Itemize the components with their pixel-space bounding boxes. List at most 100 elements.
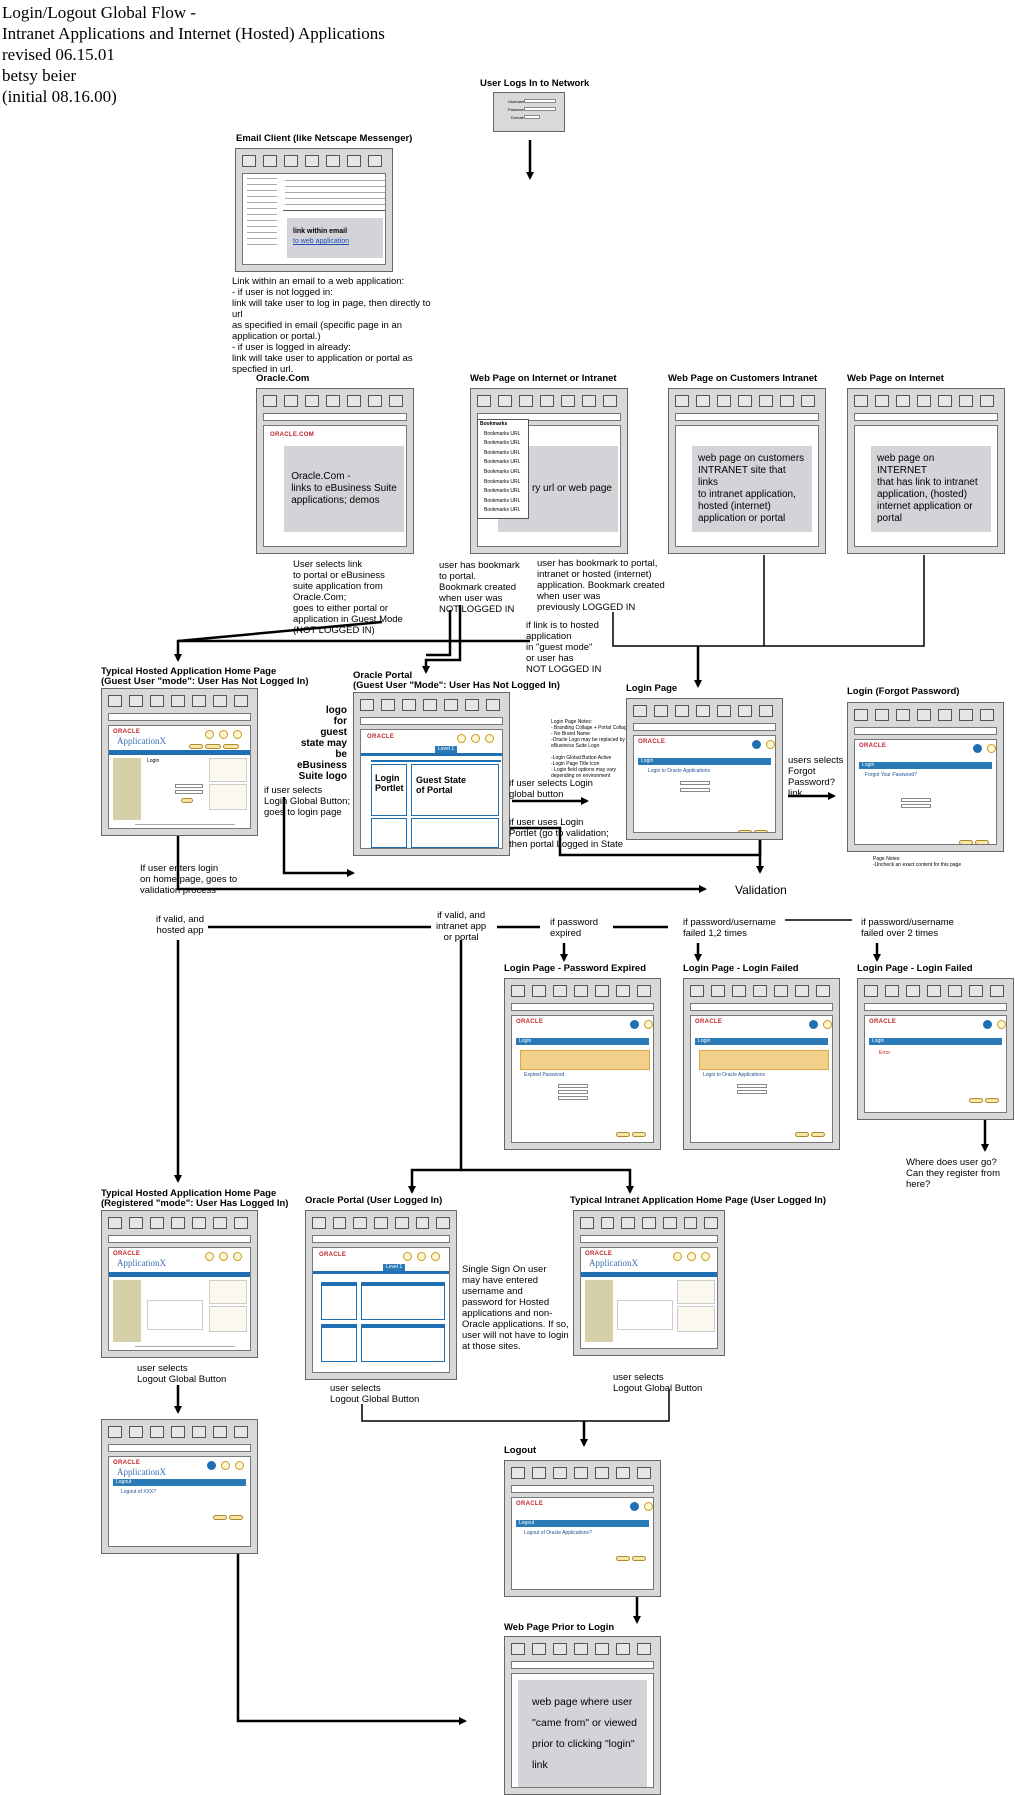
domain-label: Domain <box>511 115 525 120</box>
email-body: link within email to web application <box>242 173 386 265</box>
diagram-header: Login/Logout Global Flow - Intranet Appl… <box>2 2 385 107</box>
email-title: Email Client (like Netscape Messenger) <box>236 133 413 144</box>
oracle-logo: ORACLE <box>859 743 887 749</box>
pw-expired-title: Login Page - Password Expired <box>504 963 647 974</box>
bookmark-item[interactable]: Bookmarks URL <box>484 488 521 495</box>
logout-left-window: ORACLE ApplicationX Logout Logout of XXX… <box>101 1419 258 1554</box>
logout-left-sub: Logout of XXX? <box>121 1489 157 1495</box>
network-title: User Logs In to Network <box>480 78 590 89</box>
pw-expired-sub: Expired Password <box>524 1072 565 1078</box>
oracle-logo: ORACLE <box>695 1019 723 1025</box>
username-label: Username <box>508 99 527 104</box>
bookmark-item[interactable]: Bookmarks URL <box>484 507 521 514</box>
forgot-link-note: users selects Forgot Password? link <box>788 755 844 799</box>
oracle-logo: ORACLE <box>516 1019 544 1025</box>
header-line-5: (initial 08.16.00) <box>2 87 117 106</box>
application-name: ApplicationX <box>117 1467 166 1477</box>
portal-guest-window: ORACLE Level 1 Login Portlet Guest State… <box>353 692 510 856</box>
logout-hosted-note: user selects Logout Global Button <box>137 1363 227 1385</box>
valid-hosted-note: if valid, and hosted app <box>156 914 205 936</box>
pw-expired-note: if password expired <box>550 917 599 939</box>
hosted-reg-window: ORACLE ApplicationX <box>101 1210 258 1358</box>
oraclecom-note: User selects link to portal or eBusiness… <box>293 559 403 636</box>
portal-guest-tab[interactable]: Level 1 <box>435 746 457 753</box>
bookmark-item[interactable]: Bookmarks URL <box>484 459 521 466</box>
username-field[interactable] <box>524 99 556 103</box>
logout-portal-note: user selects Logout Global Button <box>330 1383 420 1405</box>
login-portlet-label: Login Portlet <box>375 773 404 793</box>
selects-login-note: if user selects Login global button <box>509 778 593 800</box>
intranet-in-window: ORACLE ApplicationX <box>573 1210 725 1356</box>
login-page-title: Login Page <box>626 683 678 694</box>
hosted-guest-window: ORACLE ApplicationX Login <box>101 688 258 836</box>
prior-window: web page where user "came from" or viewe… <box>504 1636 661 1795</box>
web-internet-window: web page on INTERNET that has link to in… <box>847 388 1005 554</box>
portal-in-window: ORACLE Level 1 <box>305 1210 457 1380</box>
failed1-title: Login Page - Login Failed <box>683 963 799 974</box>
domain-select[interactable] <box>524 115 540 119</box>
oracle-logo: ORACLE <box>516 1501 544 1507</box>
hosted-guest-login-label: Login <box>147 758 160 764</box>
where-note: Where does user go? Can they register fr… <box>906 1157 1000 1190</box>
hosted-link-note: if link is to hosted application in "gue… <box>526 620 602 675</box>
failed2plus-note: if password/username failed over 2 times <box>861 917 954 939</box>
logout-window: ORACLE Logout Logout of Oracle Applicati… <box>504 1460 661 1597</box>
oracle-logo: ORACLE <box>638 739 666 745</box>
oraclecom-title: Oracle.Com <box>256 373 310 384</box>
hosted-guest-title: Typical Hosted Application Home Page (Gu… <box>101 666 309 687</box>
bookmark-item[interactable]: Bookmarks URL <box>484 497 521 504</box>
oraclecom-content: Oracle.Com - links to eBusiness Suite ap… <box>284 446 404 532</box>
customers-intranet-content: web page on customers INTRANET site that… <box>692 446 812 532</box>
bookmark-item[interactable]: Bookmarks URL <box>484 468 521 475</box>
failed12-note: if password/username failed 1,2 times <box>683 917 776 939</box>
password-field[interactable] <box>524 107 556 111</box>
uses-portlet-note: if user uses Login Portlet (go to valida… <box>509 817 624 850</box>
login-portlet[interactable]: Login Portlet <box>371 764 407 816</box>
bookmark-item[interactable]: Bookmarks URL <box>484 440 521 447</box>
bookmark2-note: user has bookmark to portal, intranet or… <box>537 558 665 613</box>
webpage-intranet-title: Web Page on Internet or Intranet <box>470 373 617 384</box>
valid-intranet-note: if valid, and intranet app or portal <box>436 910 487 943</box>
pw-expired-bar: Login <box>516 1038 649 1045</box>
email-note: Link within an email to a web applicatio… <box>232 276 431 375</box>
bookmark-item[interactable]: Bookmarks URL <box>484 430 521 437</box>
login-bar: Login <box>638 758 771 765</box>
login-page-notes: Login Page Notes: - Branding Collage + P… <box>551 719 630 779</box>
failed2-window: ORACLE Login Error <box>857 978 1014 1120</box>
forgot-title: Login (Forgot Password) <box>847 686 960 697</box>
oracle-logo: ORACLE <box>113 729 141 735</box>
webpage-intranet-window: ry url or web page Bookmarks Bookmarks U… <box>470 388 628 554</box>
logout-bar: Logout <box>516 1520 649 1527</box>
login-page-window: ORACLE Login Login to Oracle Application… <box>626 698 783 840</box>
logout-left-bar: Logout <box>113 1479 246 1486</box>
guest-state-label: Guest State of Portal <box>416 775 467 795</box>
forgot-window: ORACLE Login Forgot Your Password? <box>847 702 1004 852</box>
bookmarks-menu[interactable]: Bookmarks Bookmarks URL Bookmarks URL Bo… <box>477 419 529 519</box>
oracle-logo: ORACLE <box>869 1019 897 1025</box>
bookmark-item[interactable]: Bookmarks URL <box>484 449 521 456</box>
oracle-logo: ORACLE <box>319 1252 347 1258</box>
bookmark-note: user has bookmark to portal. Bookmark cr… <box>439 560 520 615</box>
bookmark-item[interactable]: Bookmarks URL <box>484 478 521 485</box>
page-notes: Page Notes: -Uncheck an exact content fo… <box>873 856 962 868</box>
portal-in-tab[interactable]: Level 1 <box>383 1264 405 1271</box>
network-login-window: Username Password Domain <box>493 92 565 132</box>
logout-sub: Logout of Oracle Applications? <box>524 1530 592 1536</box>
oracle-logo: ORACLE <box>585 1251 613 1257</box>
customers-intranet-window: web page on customers INTRANET site that… <box>668 388 826 554</box>
application-name: ApplicationX <box>589 1258 638 1268</box>
failed2-sub: Error <box>879 1050 891 1056</box>
web-internet-content: web page on INTERNET that has link to in… <box>871 446 991 532</box>
password-label: Password <box>508 107 526 112</box>
prior-title: Web Page Prior to Login <box>504 1622 615 1633</box>
failed1-sub: Login to Oracle Applications <box>703 1072 765 1078</box>
email-window: link within email to web application <box>235 148 393 272</box>
email-link-url[interactable]: to web application <box>293 238 350 245</box>
enters-login-note: If user enters login on home page, goes … <box>140 863 238 896</box>
application-name: ApplicationX <box>117 1258 166 1268</box>
oracle-logo: ORACLE <box>113 1251 141 1257</box>
intranet-in-title: Typical Intranet Application Home Page (… <box>570 1195 827 1206</box>
header-line-4: betsy beier <box>2 66 77 85</box>
logout-title: Logout <box>504 1445 537 1456</box>
